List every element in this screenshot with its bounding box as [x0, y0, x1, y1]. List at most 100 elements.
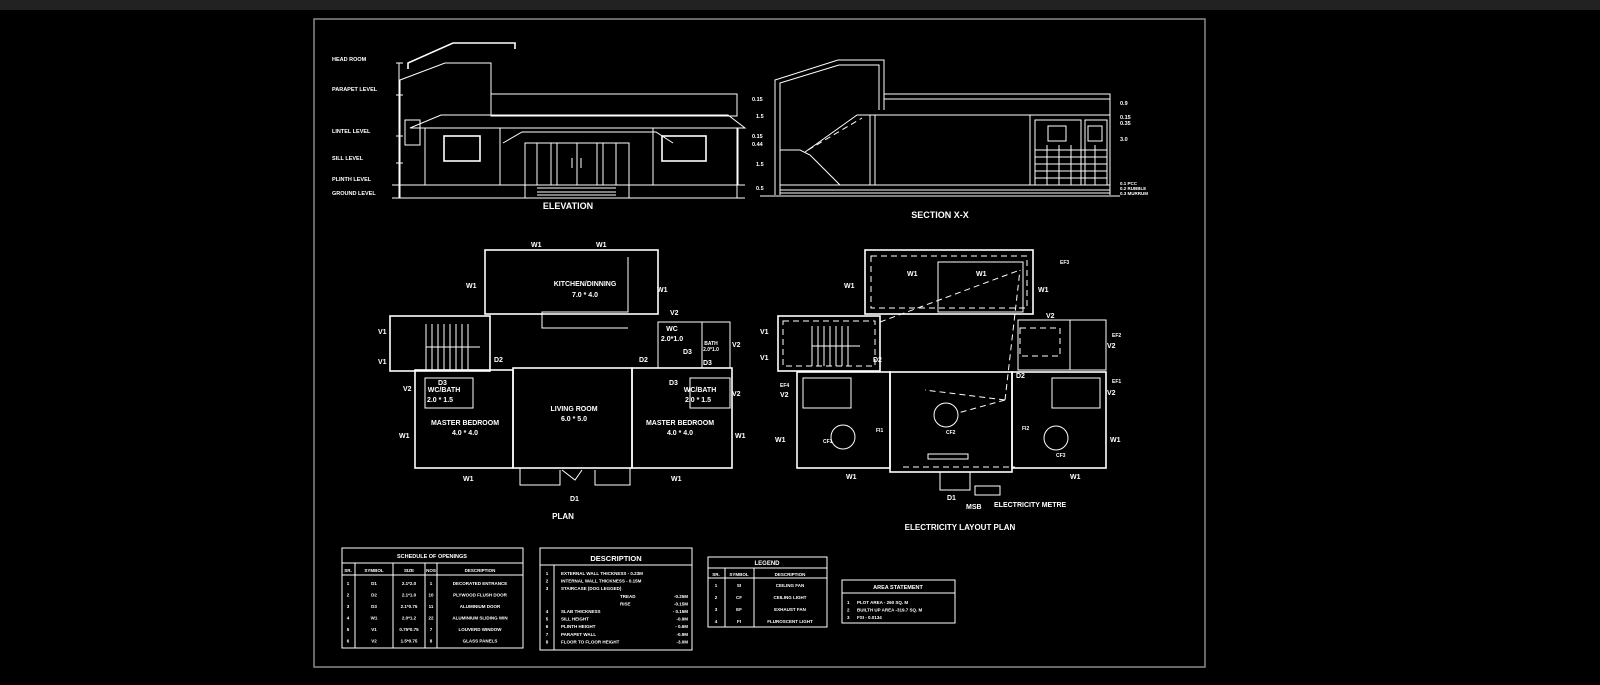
window-tag: W1	[846, 474, 857, 481]
door-tag: D2	[494, 357, 503, 364]
table-cell: PLINTH HEIGHT	[561, 624, 596, 629]
window-tag: V1	[760, 329, 769, 336]
table-cell: 0.75*0.75	[399, 627, 419, 632]
table-cell: FLUROSCENT LIGHT	[767, 619, 813, 624]
table-cell: INTERNAL WALL THICKNESS - 0.15M	[561, 579, 642, 584]
table-header: DESCRIPTION	[775, 572, 806, 577]
table-header: NOS	[426, 568, 436, 573]
table-cell: 6	[347, 639, 350, 644]
door-tag: D3	[683, 349, 692, 356]
dim-label: 0.15	[1120, 115, 1131, 121]
window-tag: W1	[463, 476, 474, 483]
window-tag: V2	[403, 386, 412, 393]
table-cell: 2	[546, 579, 549, 584]
room-size: 6.0 * 5.0	[561, 416, 587, 423]
table-cell: 4	[347, 616, 350, 621]
dim-label: 3.0	[1120, 137, 1128, 143]
window-tag: V2	[732, 391, 741, 398]
door-tag: D3	[669, 380, 678, 387]
table-cell: 2	[715, 595, 718, 600]
level-label: LINTEL LEVEL	[332, 129, 371, 135]
table-cell: -0.9M	[676, 617, 688, 622]
table-cell: STAIRCASE (DOG LEGGED)	[561, 586, 622, 591]
room-label: KITCHEN/DINNING	[554, 281, 617, 288]
level-label: HEAD ROOM	[332, 57, 367, 63]
table-cell: PLYWOOD FLUSH DOOR	[453, 593, 508, 598]
room-size: 2.0 * 1.5	[427, 397, 453, 404]
table-cell: CF	[736, 595, 742, 600]
room-size: 4.0 * 4.0	[452, 430, 478, 437]
window-tag: V1	[378, 359, 387, 366]
table-cell: 7	[546, 632, 549, 637]
door-tag: D2	[1016, 373, 1025, 380]
dim-label: 0.5	[756, 186, 764, 192]
table-cell: V2	[371, 639, 377, 644]
room-label: MASTER BEDROOM	[431, 420, 499, 427]
table-cell: 3	[347, 604, 350, 609]
table-cell: PARAPET WALL	[561, 632, 596, 637]
window-tag: W1	[735, 433, 746, 440]
table-cell: PLOT AREA - 260 SQ. M	[857, 600, 908, 605]
table-cell: 1	[430, 581, 433, 586]
door-tag: D2	[639, 357, 648, 364]
window-tag: W1	[1038, 287, 1049, 294]
room-size: 4.0 * 4.0	[667, 430, 693, 437]
level-label: GROUND LEVEL	[332, 191, 376, 197]
table-cell: RISE	[620, 601, 631, 606]
table-header: SIZE	[404, 568, 414, 573]
table-cell: SLAB THICKNESS	[561, 609, 601, 614]
table-cell: - 0.15M	[673, 609, 689, 614]
door-tag: D3	[703, 360, 712, 367]
drawing-canvas[interactable]: HEAD ROOM PARAPET LEVEL LINTEL LEVEL SIL…	[0, 10, 1600, 685]
window-tag: W1	[657, 287, 668, 294]
table-cell: 8	[430, 639, 433, 644]
table-header: SYMBOL	[729, 572, 749, 577]
table-cell: 3	[847, 615, 850, 620]
window-tag: W1	[1070, 474, 1081, 481]
window-tag: V2	[670, 310, 679, 317]
room-label: WC/BATH	[428, 387, 461, 394]
door-tag: D1	[570, 496, 579, 503]
table-cell: D3	[371, 604, 377, 609]
table-header: SR.	[712, 572, 720, 577]
window-tag: W1	[596, 242, 607, 249]
elevation-drawing: HEAD ROOM PARAPET LEVEL LINTEL LEVEL SIL…	[332, 42, 747, 211]
table-cell: 2.1*2.0	[402, 581, 417, 586]
table-cell: SI	[737, 583, 741, 588]
sheet-border	[313, 18, 1206, 668]
fan-label: CF3	[1056, 453, 1066, 459]
table-title: SCHEDULE OF OPENINGS	[397, 554, 467, 560]
table-cell: CEILING FAN	[776, 583, 805, 588]
table-cell: 3	[546, 586, 549, 591]
table-title: AREA STATEMENT	[873, 585, 923, 591]
window-tag: V2	[1107, 390, 1116, 397]
room-label: WC	[666, 326, 678, 333]
table-cell: ALUMINIUM SLIDING WIN	[452, 616, 507, 621]
table-cell: -0.25M	[674, 594, 688, 599]
foundation-note: 0.1 PCC	[1120, 181, 1138, 186]
table-cell: SILL HEIGHT	[561, 617, 589, 622]
table-cell: 6	[546, 624, 549, 629]
light-label: FI1	[876, 428, 883, 434]
fan-label: CF1	[823, 439, 833, 445]
section-drawing: 0.15 1.5 0.15 0.44 1.5 0.5	[752, 59, 1148, 220]
table-cell: 2	[847, 608, 850, 613]
room-size: 7.0 * 4.0	[572, 292, 598, 299]
window-tag: V2	[780, 392, 789, 399]
window-tag: V1	[378, 329, 387, 336]
table-cell: -0.9M	[676, 632, 688, 637]
window-tag: W1	[907, 271, 918, 278]
table-cell: 7	[430, 627, 433, 632]
table-cell: 10	[428, 593, 434, 598]
room-size: 2.0 * 1.5	[685, 397, 711, 404]
table-cell: CEILING LIGHT	[774, 595, 807, 600]
foundation-note: 0.3 MURRUM	[1120, 191, 1148, 196]
meter-label: ELECTRICITY METRE	[994, 502, 1067, 509]
dim-label: 0.44	[752, 142, 764, 148]
cad-drawing: HEAD ROOM PARAPET LEVEL LINTEL LEVEL SIL…	[313, 18, 1206, 668]
window-tag: W1	[844, 283, 855, 290]
table-cell: 4	[715, 619, 718, 624]
door-tag: D3	[438, 380, 447, 387]
